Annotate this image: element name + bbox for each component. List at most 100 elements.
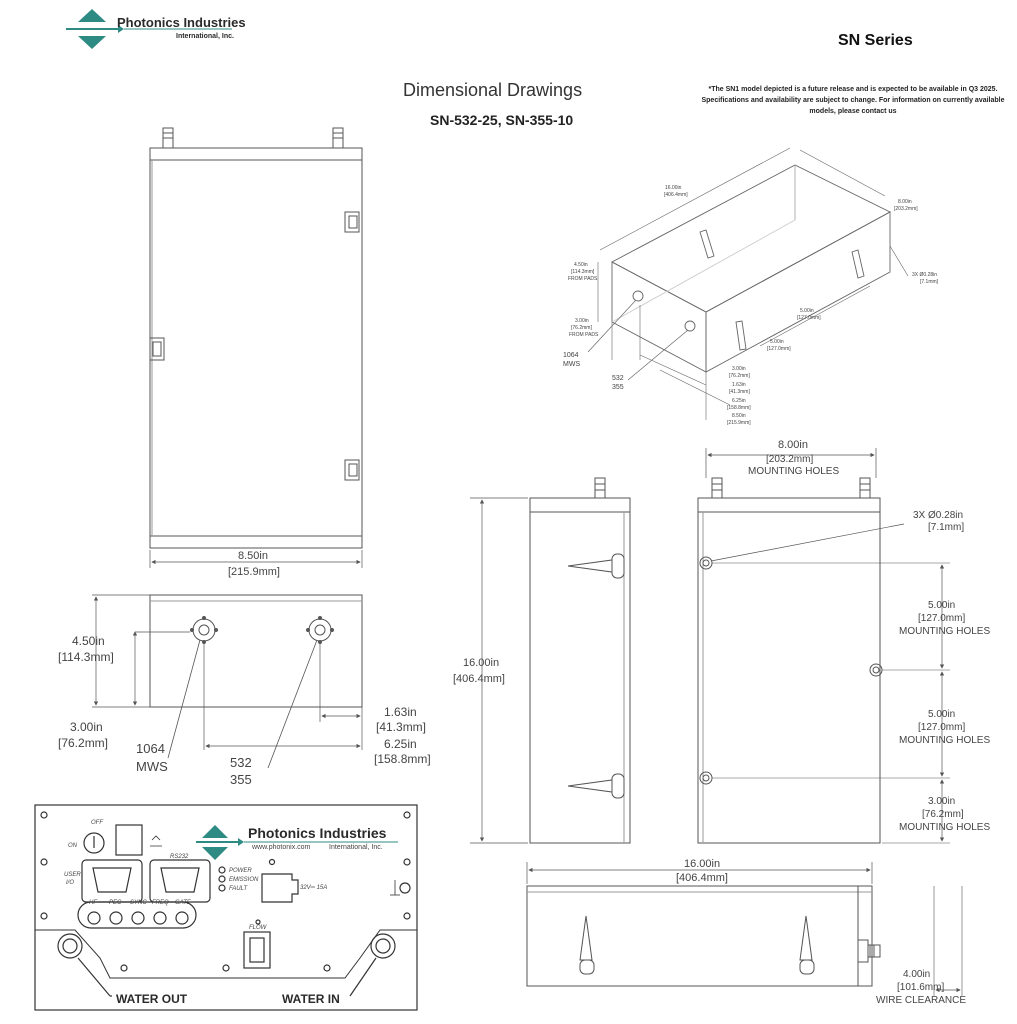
front-port2-label-b: 355 <box>230 772 252 787</box>
panel-on: ON <box>68 843 78 849</box>
logo-triangle-up-icon <box>78 9 106 22</box>
iso-spacing2: 5.00in <box>770 339 784 345</box>
iso-hole: 3X Ø0.28in <box>912 272 937 278</box>
bottom-view-drawing <box>526 862 963 996</box>
spacing2-mm: [127.0mm] <box>918 722 965 733</box>
holes-width: 8.00in <box>778 439 808 451</box>
water-in-label: WATER IN <box>282 992 340 1006</box>
rear-panel-drawing <box>34 804 418 1011</box>
panel-voltage: 32V═ 15A <box>300 885 327 891</box>
spacing1-mm: [127.0mm] <box>918 613 965 624</box>
front-offset1-mm: [41.3mm] <box>376 720 426 734</box>
iso-spacing1-mm: [127.0mm] <box>797 315 821 321</box>
iso-height-note: FROM PADS <box>568 276 598 282</box>
iso-label-355: 355 <box>612 384 624 391</box>
logo-triangle-down-icon <box>78 36 106 49</box>
spacing1-label: MOUNTING HOLES <box>899 626 990 637</box>
front-port1-label-a: 1064 <box>136 741 165 756</box>
front-port2-label-a: 532 <box>230 755 252 770</box>
iso-dim-a-mm: [76.2mm] <box>729 373 750 379</box>
panel-logo-up-icon <box>202 825 228 838</box>
iso-length: 16.00in <box>665 185 682 191</box>
panel-power: POWER <box>229 868 252 874</box>
side-view-left-drawing <box>470 477 631 844</box>
iso-dim-c-mm: [158.8mm] <box>727 405 751 411</box>
panel-rs232: RS232 <box>170 854 189 860</box>
iso-port-h-note: FROM PADS <box>569 332 599 338</box>
panel-user-b: I/O <box>66 880 74 886</box>
iso-port-h: 3.00in <box>575 318 589 324</box>
front-view-drawing <box>92 594 363 769</box>
iso-dim-a: 3.00in <box>732 366 746 372</box>
iso-dim-c: 6.25in <box>732 398 746 404</box>
logo-company-name: Photonics Industries <box>117 15 246 30</box>
power-switch-icon <box>83 832 105 854</box>
iso-length-mm: [406.4mm] <box>664 192 688 198</box>
iso-label-1064: 1064 <box>563 352 579 359</box>
availability-footnote: *The SN1 model depicted is a future rele… <box>701 86 1005 115</box>
spacing2-label: MOUNTING HOLES <box>899 735 990 746</box>
panel-flow: FLOW <box>249 925 268 931</box>
iso-height-mm: [114.3mm] <box>571 269 595 275</box>
clearance-label: WIRE CLEARANCE <box>876 995 966 1006</box>
document-title: Dimensional Drawings <box>403 80 583 100</box>
iso-dim-d-mm: [215.9mm] <box>727 420 751 426</box>
front-offset2-mm: [158.8mm] <box>374 752 431 766</box>
series-title: SN Series <box>838 32 913 49</box>
panel-emission: EMISSION <box>229 877 259 883</box>
iso-dim-b-mm: [41.3mm] <box>729 389 750 395</box>
iso-dim-b: 1.63in <box>732 382 746 388</box>
iso-width: 8.00in <box>898 199 912 205</box>
bottom-dim-label: MOUNTING HOLES <box>899 822 990 833</box>
panel-conn-sync: SYNC <box>130 900 147 906</box>
front-offset2-in: 6.25in <box>384 737 417 751</box>
front-height-in: 4.50in <box>72 634 105 648</box>
bottom-length: 16.00in <box>684 858 720 870</box>
panel-logo-down-icon <box>202 847 228 860</box>
panel-user-a: USER <box>64 872 81 878</box>
panel-fault: FAULT <box>229 886 248 892</box>
front-port1-label-b: MWS <box>136 759 168 774</box>
side-length: 16.00in <box>463 657 499 669</box>
iso-hole-mm: [7.1mm] <box>920 279 939 285</box>
panel-conn-hf: HF <box>89 900 97 906</box>
spacing1: 5.00in <box>928 600 955 611</box>
isometric-drawing <box>587 147 909 420</box>
front-port-height-mm: [76.2mm] <box>58 736 108 750</box>
model-numbers: SN-532-25, SN-355-10 <box>430 112 574 128</box>
bottom-dim: 3.00in <box>928 796 955 807</box>
iso-width-mm: [203.2mm] <box>894 206 918 212</box>
holes-width-label: MOUNTING HOLES <box>748 466 839 477</box>
panel-logo: Photonics Industries www.photonix.com In… <box>196 825 398 860</box>
clearance-mm: [101.6mm] <box>897 982 944 993</box>
bottom-dim-mm: [76.2mm] <box>922 809 964 820</box>
panel-off: OFF <box>91 820 103 826</box>
top-view-drawing <box>149 127 363 568</box>
water-out-label: WATER OUT <box>116 992 188 1006</box>
iso-height: 4.50in <box>574 262 588 268</box>
clearance: 4.00in <box>903 969 930 980</box>
iso-label-532: 532 <box>612 375 624 382</box>
side-view-right-drawing <box>697 448 950 844</box>
iso-label-mws: MWS <box>563 361 580 368</box>
hole-callout: 3X Ø0.28in <box>913 510 963 521</box>
panel-website: www.photonix.com <box>251 844 311 851</box>
panel-conn-pec: PEC <box>109 900 122 906</box>
company-logo: Photonics Industries International, Inc. <box>66 9 246 49</box>
front-height-mm: [114.3mm] <box>58 650 114 664</box>
front-offset1-in: 1.63in <box>384 705 417 719</box>
iso-dim-d: 8.50in <box>732 413 746 419</box>
top-view-width-mm: [215.9mm] <box>228 566 280 578</box>
iso-port-h-mm: [76.2mm] <box>571 325 592 331</box>
bottom-length-mm: [406.4mm] <box>676 872 728 884</box>
front-port-height-in: 3.00in <box>70 720 103 734</box>
spacing2: 5.00in <box>928 709 955 720</box>
panel-company-name: Photonics Industries <box>248 825 387 841</box>
side-length-mm: [406.4mm] <box>453 673 505 685</box>
iso-spacing1: 5.00in <box>800 308 814 314</box>
holes-width-mm: [203.2mm] <box>766 454 813 465</box>
panel-company-suffix: International, Inc. <box>329 844 383 851</box>
top-view-width-in: 8.50in <box>238 550 268 562</box>
panel-conn-gate: GATE <box>175 900 192 906</box>
